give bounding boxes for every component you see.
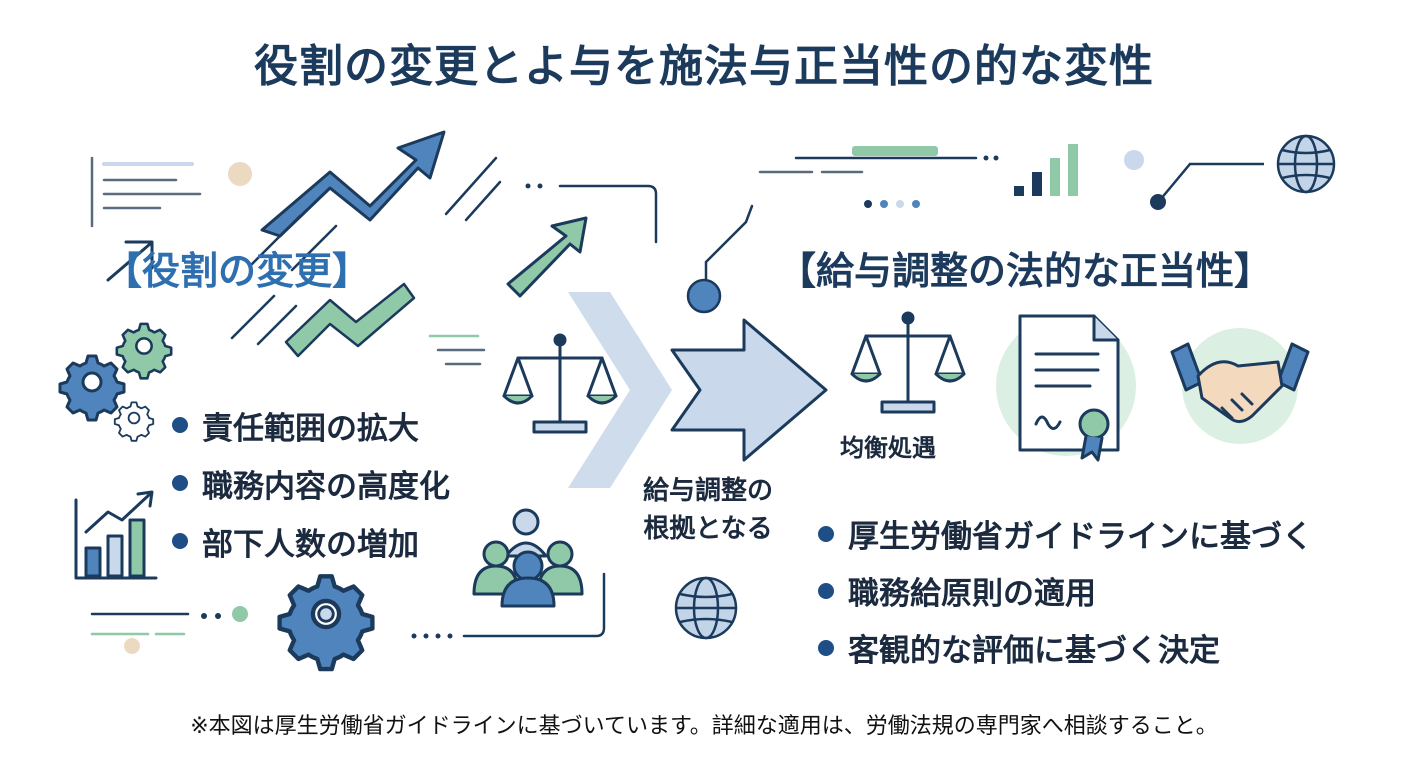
list-item: 客観的な評価に基づく決定 xyxy=(818,619,1313,676)
list-item-text: 部下人数の増加 xyxy=(202,526,419,563)
bullet-dot xyxy=(818,639,834,656)
bullet-dot xyxy=(172,533,188,549)
list-item: 職務内容の高度化 xyxy=(172,454,450,512)
team-icon xyxy=(472,508,584,608)
decorative-lines-bottom-left xyxy=(90,612,190,636)
gear-icon-2 xyxy=(115,322,173,380)
decorative-lines-top-left xyxy=(90,156,202,228)
gear-icon-3 xyxy=(113,401,155,442)
decorative-lines-mid-left xyxy=(428,334,486,366)
list-item: 部下人数の増加 xyxy=(172,512,450,570)
bullet-dot xyxy=(172,417,188,433)
list-item: 責任範囲の拡大 xyxy=(172,396,450,454)
decorative-hatch-lines xyxy=(230,156,502,346)
center-connector-label: 給与調整の 根拠となる xyxy=(608,472,808,548)
decorative-dots xyxy=(525,183,543,189)
bar-chart-icon xyxy=(74,490,158,580)
certificate-document-icon xyxy=(996,314,1136,462)
decorative-dot xyxy=(228,162,252,186)
bullet-dot xyxy=(172,475,188,491)
list-item-text: 責任範囲の拡大 xyxy=(202,410,419,447)
bullet-dot xyxy=(818,525,834,542)
decorative-lines-top-right xyxy=(758,146,978,174)
list-item-text: 職務給原則の適用 xyxy=(848,576,1096,612)
connector-line-bottom xyxy=(462,572,606,638)
signal-bars-icon xyxy=(1014,144,1078,196)
list-item-text: 職務内容の高度化 xyxy=(202,468,450,505)
trend-arrow-green-icon xyxy=(506,216,588,298)
decorative-dots-bottom-left xyxy=(124,606,248,654)
salary-legitimacy-list: 厚生労働省ガイドラインに基づく 職務給原則の適用 客観的な評価に基づく決定 xyxy=(818,505,1313,676)
chevron-arrow-icon xyxy=(568,292,828,488)
node-dot-small xyxy=(1150,194,1166,210)
gear-icon-4 xyxy=(280,576,373,669)
globe-icon-bottom xyxy=(674,576,738,640)
small-arrow-icon xyxy=(106,240,154,282)
bullet-dot xyxy=(818,582,834,599)
connector-line-top-right xyxy=(1159,162,1264,201)
handshake-icon xyxy=(1170,328,1310,444)
page-title: 役割の変更とよ与を施法与正当性の的な変性 xyxy=(254,41,1154,92)
list-item-text: 厚生労働省ガイドラインに基づく xyxy=(848,519,1313,555)
gear-icon-1 xyxy=(58,354,126,422)
connector-line xyxy=(558,184,658,244)
trend-arrow-icon xyxy=(260,130,446,238)
decorative-dots-top-right xyxy=(864,150,1144,208)
balance-label: 均衡処遇 xyxy=(840,434,936,462)
list-item: 職務給原則の適用 xyxy=(818,562,1313,619)
center-label-line-1: 給与調整の xyxy=(642,476,773,506)
center-label-line-2: 根拠となる xyxy=(643,514,773,544)
decorative-dots-bottom xyxy=(411,633,453,639)
balance-scale-icon-left xyxy=(502,333,618,434)
role-change-list: 責任範囲の拡大 職務内容の高度化 部下人数の増加 xyxy=(172,396,450,570)
balance-scale-icon-right xyxy=(850,311,966,414)
footnote: ※本図は厚生労働省ガイドラインに基づいています。詳細な適用は、労働法規の専門家へ… xyxy=(190,714,1218,739)
globe-icon-top xyxy=(1276,134,1336,194)
salary-legitimacy-heading: 【給与調整の法的な正当性】 xyxy=(778,249,1273,293)
trend-zigzag-green xyxy=(284,282,416,358)
list-item: 厚生労働省ガイドラインに基づく xyxy=(818,505,1313,562)
role-change-heading: 【役割の変更】 xyxy=(104,249,371,293)
list-item-text: 客観的な評価に基づく決定 xyxy=(848,633,1220,669)
node-dot xyxy=(686,278,722,314)
